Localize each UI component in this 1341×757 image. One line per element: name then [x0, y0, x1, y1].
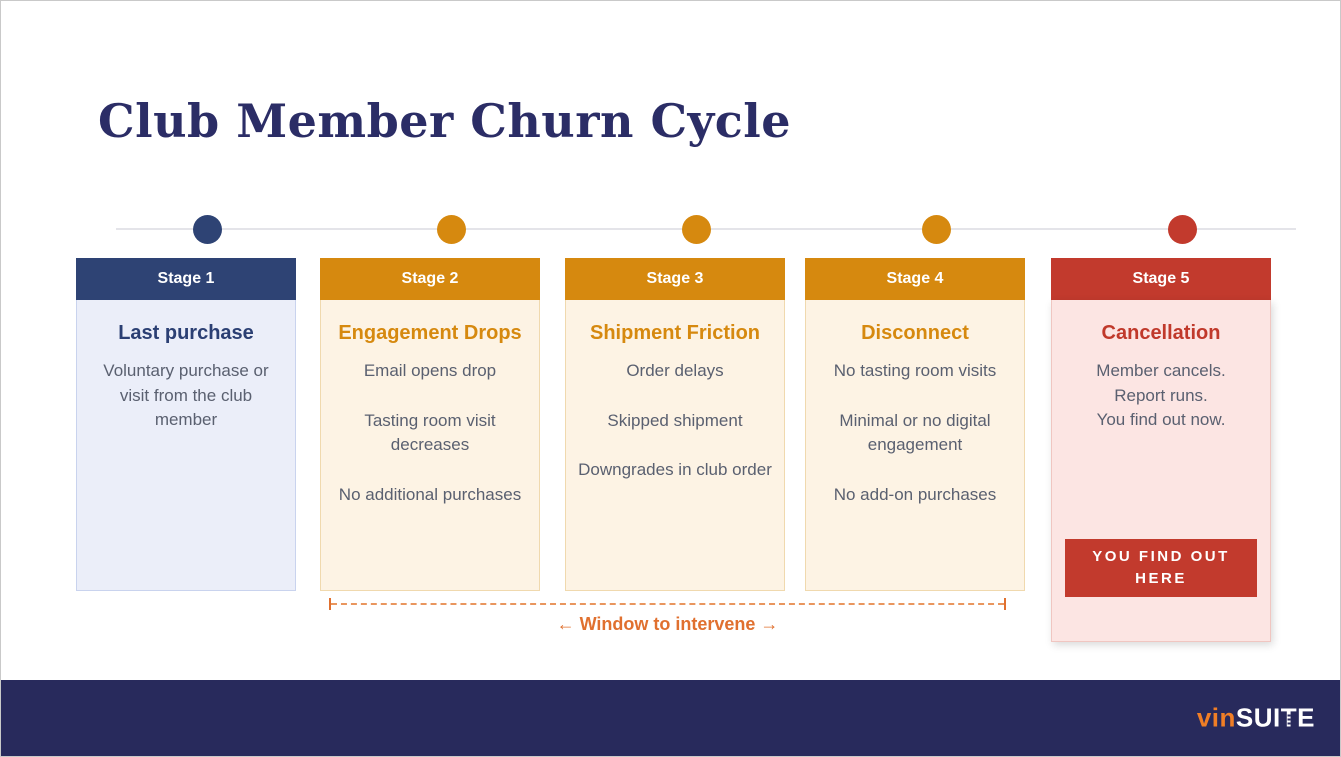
card-item: Report runs. [1114, 385, 1208, 405]
card-item: You find out now. [1096, 410, 1226, 430]
corkscrew-t-icon: T [1280, 702, 1298, 733]
card-item: No tasting room visits [833, 361, 997, 380]
stage-title: Cancellation [1101, 322, 1221, 344]
page-title: Club Member Churn Cycle [98, 94, 792, 148]
timeline-dot-4 [922, 215, 951, 244]
stage-card-2: Stage 2 Engagement Drops Email opens dro… [320, 215, 540, 591]
stage-items: Member cancels. Report runs. You find out … [1064, 359, 1258, 433]
timeline-dot-2 [437, 215, 466, 244]
card-item: Voluntary purchase or visit from the clu… [103, 361, 269, 430]
stage-body-5: Cancellation Member cancels. Report runs.… [1051, 300, 1271, 642]
card-item: Member cancels. [1096, 361, 1226, 380]
you-find-out-here-button[interactable]: YOU FIND OUT HERE [1065, 539, 1257, 597]
intervene-label: ← Window to intervene → [556, 614, 779, 634]
timeline-dot-5 [1168, 215, 1197, 244]
card-item: Minimal or no digital engagement [839, 410, 991, 455]
stage-label: Stage 4 [886, 270, 944, 287]
timeline-dot-3 [682, 215, 711, 244]
stage-items: Voluntary purchase or visit from the clu… [89, 359, 283, 433]
card-item: Email opens drop [363, 361, 497, 380]
stage-header-3: Stage 3 [565, 258, 785, 300]
card-item: Order delays [626, 361, 724, 380]
stage-body-1: Last purchase Voluntary purchase or visi… [76, 300, 296, 591]
stage-card-1: Stage 1 Last purchase Voluntary purchase… [76, 215, 296, 591]
stage-card-4: Stage 4 Disconnect No tasting room visit… [805, 215, 1025, 591]
stage-header-4: Stage 4 [805, 258, 1025, 300]
stage-title: Shipment Friction [590, 322, 760, 344]
stage-title: Disconnect [861, 322, 969, 344]
stage-card-5: Stage 5 Cancellation Member cancels. Repo… [1051, 215, 1271, 642]
stage-label: Stage 1 [157, 270, 215, 287]
timeline-dot-1 [193, 215, 222, 244]
card-item: No additional purchases [338, 484, 522, 504]
stage-header-1: Stage 1 [76, 258, 296, 300]
vinsuite-logo: vinSUITE [1197, 703, 1315, 734]
stage-label: Stage 5 [1132, 270, 1190, 287]
card-item: No add-on purchases [833, 484, 997, 504]
logo-vin-text: vin [1196, 702, 1236, 733]
card-item: Tasting room visit decreases [364, 410, 496, 455]
stage-label: Stage 2 [401, 270, 459, 287]
intervene-bracket [329, 598, 1006, 610]
stage-header-5: Stage 5 [1051, 258, 1271, 300]
footer-bar: vinSUITE [1, 680, 1340, 756]
logo-suite-text: SUI [1235, 702, 1281, 733]
intervene-dashed-line [331, 603, 1004, 605]
card-item: Skipped shipment [607, 410, 743, 430]
logo-suite-text: E [1297, 702, 1315, 733]
stage-title: Last purchase [118, 322, 254, 344]
stage-title: Engagement Drops [338, 322, 522, 344]
card-item: Downgrades in club order [578, 460, 772, 480]
stage-label: Stage 3 [646, 270, 704, 287]
stage-header-2: Stage 2 [320, 258, 540, 300]
